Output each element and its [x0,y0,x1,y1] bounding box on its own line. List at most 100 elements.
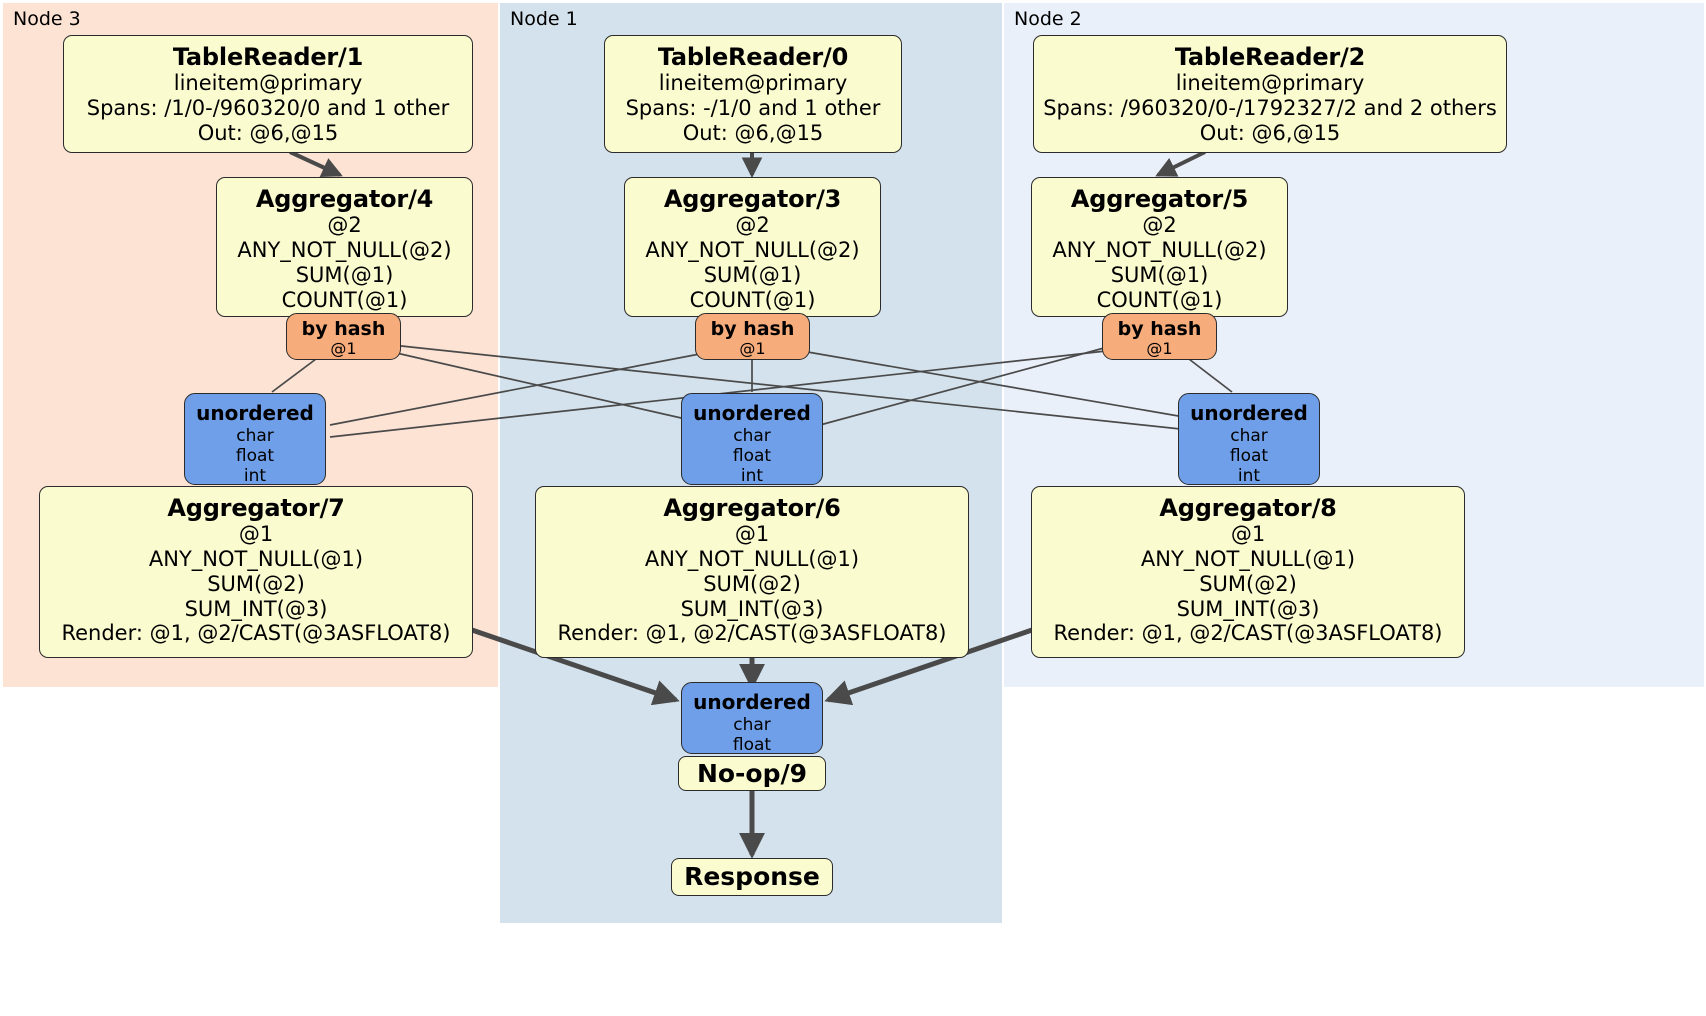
processor-agg-2: SUM(@2) [207,571,305,596]
processor-spans: Spans: /1/0-/960320/0 and 1 other [86,96,450,121]
node-panel-label-node1: Node 1 [510,8,578,30]
edge-hash2-recv2 [1184,355,1233,393]
receiver-type-1: char [733,425,771,446]
processor-agg-3: SUM_INT(@3) [680,596,824,621]
processor-no-op-9[interactable]: No-op/9 [678,756,826,791]
processor-group-cols: @2 [327,213,362,238]
sync-receiver-node2[interactable]: unordered char float int [1178,393,1320,486]
edge-hash2-recv1 [819,344,1116,426]
processor-aggregator-7[interactable]: Aggregator/7 @1 ANY_NOT_NULL(@1) SUM(@2)… [39,486,473,658]
receiver-type-2: float [235,445,275,466]
processor-agg-1: ANY_NOT_NULL(@2) [237,238,452,263]
router-title: by hash [1117,318,1202,340]
router-column: @1 [739,339,766,359]
processor-title: TableReader/2 [1174,43,1366,71]
processor-render: Render: @1, @2/CAST(@3ASFLOAT8) [1053,621,1443,646]
processor-aggregator-8[interactable]: Aggregator/8 @1 ANY_NOT_NULL(@1) SUM(@2)… [1031,486,1465,658]
processor-render: Render: @1, @2/CAST(@3ASFLOAT8) [557,621,947,646]
sync-receiver-final[interactable]: unordered char float [681,682,823,755]
processor-table: lineitem@primary [658,71,848,96]
processor-agg-1: ANY_NOT_NULL(@1) [644,547,860,572]
processor-group-cols: @2 [1142,213,1177,238]
processor-title: Response [684,862,820,892]
processor-agg-1: ANY_NOT_NULL(@2) [645,238,860,263]
receiver-type-3: int [1237,465,1261,486]
processor-agg-3: SUM_INT(@3) [184,596,328,621]
processor-title: Aggregator/6 [663,494,841,522]
processor-table: lineitem@primary [1175,71,1365,96]
processor-agg-2: SUM(@1) [703,262,802,287]
processor-group-cols: @2 [735,213,770,238]
processor-out: Out: @6,@15 [682,120,824,145]
processor-agg-1: ANY_NOT_NULL(@2) [1052,238,1267,263]
router-column: @1 [1146,339,1173,359]
processor-table: lineitem@primary [173,71,363,96]
processor-agg-1: ANY_NOT_NULL(@1) [148,547,364,572]
processor-title: TableReader/0 [657,43,849,71]
processor-title: Aggregator/3 [663,185,842,213]
edge-agg7-final [471,627,680,706]
edge-hash3-recv1 [391,351,691,421]
processor-title: Aggregator/7 [167,494,345,522]
processor-title: TableReader/1 [172,43,364,71]
processor-agg-3: SUM_INT(@3) [1176,596,1320,621]
edge-agg8-final [824,627,1033,706]
receiver-type-3: int [740,465,764,486]
receiver-title: unordered [196,401,314,425]
receiver-type-1: char [1230,425,1268,446]
processor-title: No-op/9 [696,758,808,788]
edge-hash1-recv3 [329,351,711,426]
processor-group-cols: @1 [734,522,770,547]
processor-out: Out: @6,@15 [1199,120,1341,145]
processor-out: Out: @6,@15 [197,120,339,145]
processor-agg-2: SUM(@1) [295,262,394,287]
edge-hash1-recv2 [795,349,1191,419]
processor-aggregator-6[interactable]: Aggregator/6 @1 ANY_NOT_NULL(@1) SUM(@2)… [535,486,969,658]
receiver-type-2: float [732,445,772,466]
sync-receiver-node1[interactable]: unordered char float int [681,393,823,486]
receiver-title: unordered [693,690,811,714]
edge-hash3-recv2 [391,344,1191,431]
processor-agg-2: SUM(@2) [703,571,801,596]
processor-aggregator-3[interactable]: Aggregator/3 @2 ANY_NOT_NULL(@2) SUM(@1)… [624,177,881,317]
processor-spans: Spans: /960320/0-/1792327/2 and 2 others [1043,96,1497,121]
processor-table-reader-2[interactable]: TableReader/2 lineitem@primary Spans: /9… [1033,35,1507,153]
receiver-title: unordered [693,401,811,425]
receiver-type-2: float [1229,445,1269,466]
edge-tr2-agg5 [1155,150,1206,177]
node-panel-label-node2: Node 2 [1014,8,1082,30]
edge-hash3-recv3 [271,355,321,393]
processor-title: Aggregator/5 [1070,185,1249,213]
router-title: by hash [301,318,386,340]
hash-router-node3[interactable]: by hash @1 [286,313,401,360]
receiver-type-3: int [243,465,267,486]
processor-render: Render: @1, @2/CAST(@3ASFLOAT8) [61,621,451,646]
receiver-type-1: char [733,714,771,735]
processor-table-reader-0[interactable]: TableReader/0 lineitem@primary Spans: -/… [604,35,902,153]
processor-response[interactable]: Response [671,858,833,896]
hash-router-node2[interactable]: by hash @1 [1102,313,1217,360]
processor-agg-3: COUNT(@1) [689,287,816,312]
processor-agg-3: COUNT(@1) [1096,287,1223,312]
processor-agg-1: ANY_NOT_NULL(@1) [1140,547,1356,572]
receiver-type-1: char [236,425,274,446]
processor-agg-2: SUM(@1) [1110,262,1209,287]
processor-agg-3: COUNT(@1) [281,287,408,312]
processor-table-reader-1[interactable]: TableReader/1 lineitem@primary Spans: /1… [63,35,473,153]
processor-group-cols: @1 [1230,522,1266,547]
edge-tr1-agg4 [289,150,343,178]
processor-aggregator-5[interactable]: Aggregator/5 @2 ANY_NOT_NULL(@2) SUM(@1)… [1031,177,1288,317]
router-title: by hash [710,318,795,340]
processor-agg-2: SUM(@2) [1199,571,1297,596]
processor-title: Aggregator/4 [255,185,434,213]
sync-receiver-node3[interactable]: unordered char float int [184,393,326,486]
processor-title: Aggregator/8 [1159,494,1337,522]
receiver-type-2: float [732,734,772,755]
receiver-title: unordered [1190,401,1308,425]
processor-aggregator-4[interactable]: Aggregator/4 @2 ANY_NOT_NULL(@2) SUM(@1)… [216,177,473,317]
hash-router-node1[interactable]: by hash @1 [695,313,810,360]
node-panel-label-node3: Node 3 [13,8,81,30]
processor-spans: Spans: -/1/0 and 1 other [625,96,881,121]
router-column: @1 [330,339,357,359]
